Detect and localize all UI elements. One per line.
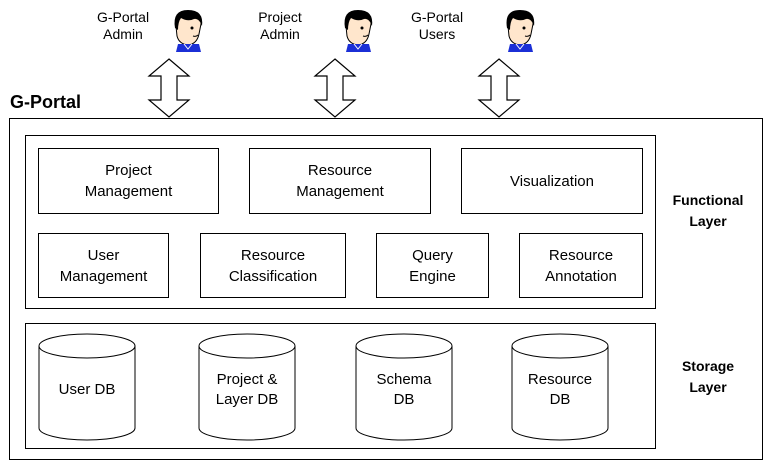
actor-label-project-admin: Project Admin xyxy=(258,9,302,42)
module-resource-classification: Resource Classification xyxy=(200,233,346,298)
database-cylinder xyxy=(511,333,609,441)
user-head-icon xyxy=(174,10,203,52)
actor-label-gportal-users: G-Portal Users xyxy=(410,9,464,42)
user-head-icon xyxy=(506,10,535,52)
module-query-engine: Query Engine xyxy=(376,233,489,298)
module-user-management: User Management xyxy=(38,233,169,298)
user-head-icon xyxy=(344,10,373,52)
functional-layer-box xyxy=(25,135,656,309)
functional-layer-label: Functional Layer xyxy=(672,192,744,229)
double-arrow-project-admin xyxy=(313,58,357,118)
database-cylinder xyxy=(38,333,136,441)
module-resource-annotation: Resource Annotation xyxy=(519,233,643,298)
storage-layer-box xyxy=(25,323,656,449)
module-resource-management: Resource Management xyxy=(249,148,431,214)
database-cylinder xyxy=(355,333,453,441)
system-title: G-Portal xyxy=(10,92,82,112)
database-user-db: User DB xyxy=(58,381,116,398)
double-arrow-gportal-admin xyxy=(147,58,191,118)
module-project-management: Project Management xyxy=(38,148,219,214)
storage-layer-label: Storage Layer xyxy=(681,358,735,395)
actor-label-gportal-admin: G-Portal Admin xyxy=(96,9,150,42)
database-cylinder xyxy=(198,333,296,441)
module-visualization: Visualization xyxy=(461,148,643,214)
double-arrow-gportal-users xyxy=(477,58,521,118)
gportal-container xyxy=(9,118,763,460)
database-project-layer-db: Project & Layer DB xyxy=(215,371,279,408)
database-schema-db: Schema DB xyxy=(376,371,432,408)
database-resource-db: Resource DB xyxy=(527,371,593,408)
